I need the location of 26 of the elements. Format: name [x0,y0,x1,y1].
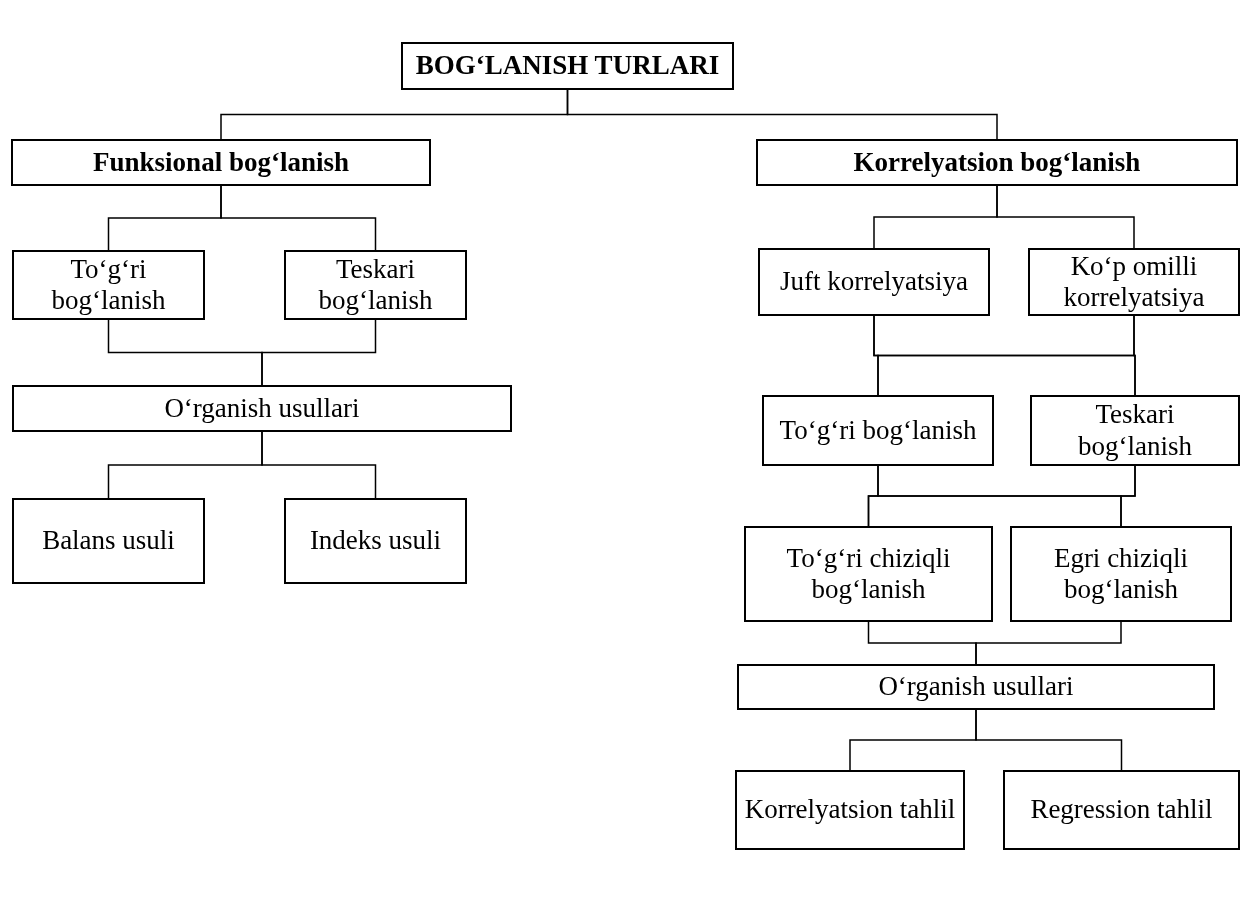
category-box: Indeks usuli [284,498,467,584]
category-box: O‘rganish usullari [12,385,512,432]
connector-line [220,185,377,251]
category-box: Regression tahlil [1003,770,1240,850]
category-box: Funksional bog‘lanish [11,139,431,186]
connector-line [1120,465,1136,527]
category-box: To‘g‘ri bog‘lanish [12,250,205,320]
connector-line [975,621,1122,665]
category-box: To‘g‘ri chiziqli bog‘lanish [744,526,993,622]
category-box: Korrelyatsion bog‘lanish [756,139,1238,186]
category-box: Egri chiziqli bog‘lanish [1010,526,1232,622]
connector-line [996,185,1135,249]
category-box: O‘rganish usullari [737,664,1215,710]
category-box: Balans usuli [12,498,205,584]
category-box: Juft korrelyatsiya [758,248,990,316]
connector-line [261,431,377,499]
category-box: Teskari bog‘lanish [1030,395,1240,466]
connector-line [566,89,998,140]
category-box: Korrelyatsion tahlil [735,770,965,850]
category-box: Teskari bog‘lanish [284,250,467,320]
title-box: BOG‘LANISH TURLARI [401,42,734,90]
category-box: Ko‘p omilli korrelyatsiya [1028,248,1240,316]
connector-line [975,709,1123,771]
category-box: To‘g‘ri bog‘lanish [762,395,994,466]
connector-line [1133,315,1136,396]
connector-line [261,319,377,386]
